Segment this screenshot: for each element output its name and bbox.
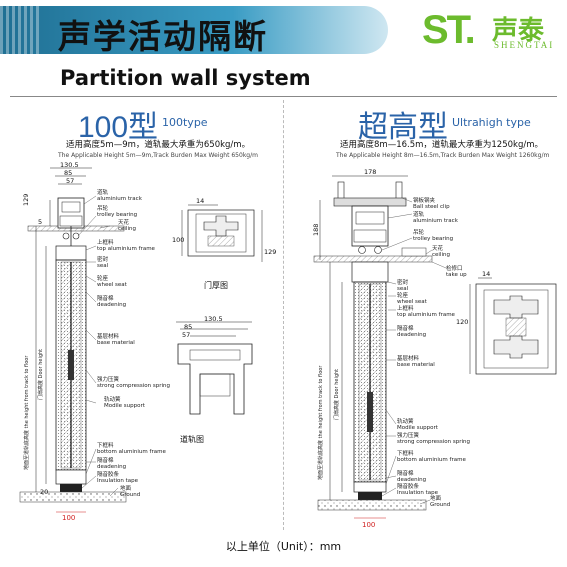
page-title: 声学活动隔断 — [58, 17, 268, 54]
left-vertical-label: 地面至道轨底高度 the height from track to floor — [24, 355, 30, 470]
right-detail-dim-120: 120 — [456, 318, 469, 326]
right-detail-dim-14: 14 — [482, 270, 491, 278]
right-detail-diagram — [469, 277, 557, 375]
header-divider — [10, 96, 557, 97]
door-dim-129: 129 — [264, 248, 277, 256]
left-dim-57: 57 — [66, 177, 75, 185]
banner-stripes — [0, 6, 42, 54]
right-desc-cn: 适用高度8m—16.5m，道轨最大承重为1250kg/m。 — [340, 140, 543, 150]
unit-footer: 以上单位（Unit）：mm — [225, 540, 342, 553]
door-dim-14: 14 — [196, 197, 205, 205]
right-type-title: 超高型 — [358, 111, 448, 144]
left-type-title: 100型 — [78, 111, 159, 144]
right-dim-188: 188 — [312, 223, 320, 236]
left-dim-85: 85 — [64, 169, 73, 177]
door-thickness-diagram — [181, 204, 263, 262]
door-diagram-caption: 门厚图 — [204, 281, 228, 290]
left-dim-130-5: 130.5 — [60, 161, 79, 169]
left-desc-cn: 适用高度5m—9m，道轨最大承重为650kg/m。 — [66, 140, 251, 150]
right-vertical-label: 地面至道轨底高度 the height from track to floor — [318, 365, 324, 480]
right-section-drawing — [313, 175, 447, 519]
right-door-height-label: 门扇高度 Door height — [334, 368, 340, 420]
left-dim-5: 5 — [38, 218, 43, 226]
track-dim-85: 85 — [184, 323, 193, 331]
right-dim-100: 100 — [362, 521, 376, 529]
left-type-en: 100type — [162, 116, 208, 129]
left-desc-en: The Applicable Height 5m—9m,Track Burden… — [58, 152, 258, 159]
page-subtitle: Partition wall system — [60, 66, 311, 90]
left-dim-129: 129 — [22, 193, 30, 206]
left-section-drawing — [19, 167, 127, 513]
track-dim-130-5: 130.5 — [204, 315, 223, 323]
left-dim-20: 20 — [40, 488, 49, 496]
door-dim-100: 100 — [172, 236, 185, 244]
logo-chinese: 声泰 — [492, 16, 545, 46]
left-door-height-label: 门扇高度 Door height — [38, 348, 44, 400]
right-dim-178: 178 — [364, 168, 377, 176]
column-divider — [283, 100, 284, 530]
track-dim-57: 57 — [182, 331, 191, 339]
right-desc-en: The Applicable Height 8m—16.5m,Track Bur… — [336, 152, 550, 159]
brand-logo: ST. 声泰 SHENGTAI — [422, 8, 562, 58]
track-diagram — [176, 321, 253, 415]
left-dim-100: 100 — [62, 514, 76, 522]
logo-mark: ST. — [422, 8, 476, 52]
title-banner: 声学活动隔断 — [0, 6, 388, 54]
track-diagram-caption: 道轨图 — [180, 435, 204, 444]
right-type-en: Ultrahigh type — [452, 116, 531, 129]
logo-english: SHENGTAI — [494, 40, 555, 50]
